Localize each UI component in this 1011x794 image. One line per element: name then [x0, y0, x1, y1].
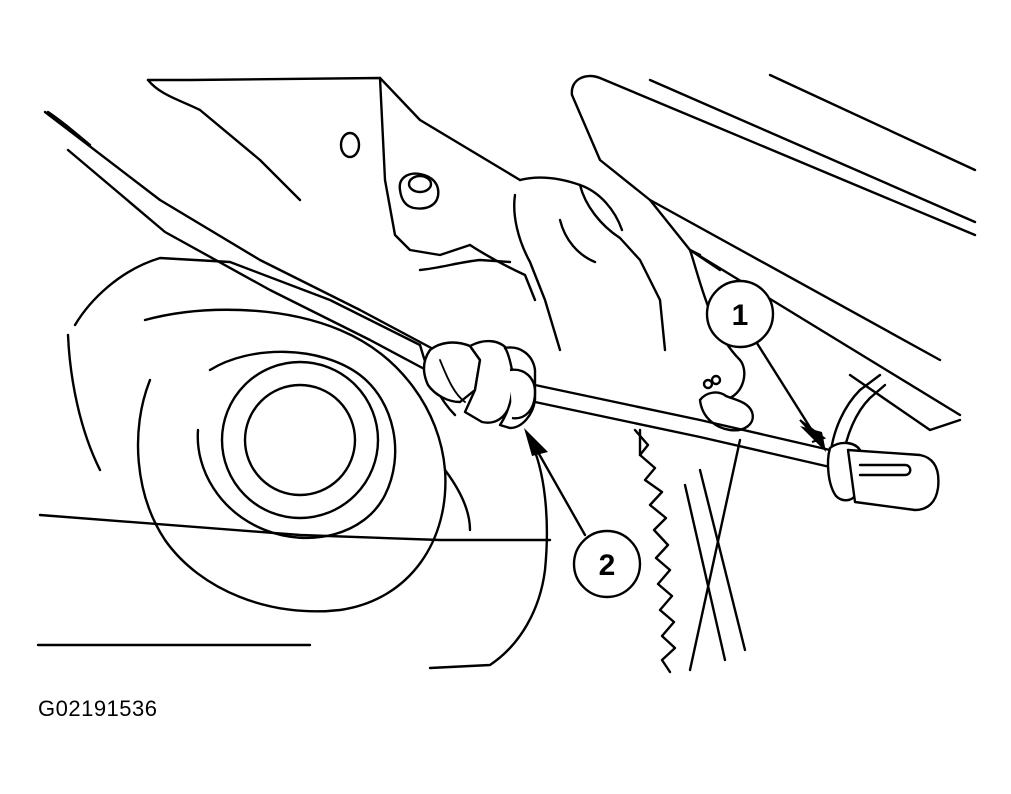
cable-end-clip [826, 373, 940, 512]
callout-2-circle [572, 529, 642, 599]
cable-sheath [43, 110, 437, 374]
opening-blob [698, 374, 754, 432]
callout-1-circle [705, 279, 775, 349]
figure-id-label: G02191536 [38, 696, 158, 721]
callout-1: 1 [705, 279, 827, 452]
callout-2: 2 [524, 428, 642, 599]
callout-2-arrowhead [524, 428, 548, 456]
inner-cable [533, 383, 832, 469]
callout-1-label: 1 [732, 299, 749, 332]
body-panel-outlines [146, 73, 977, 432]
mounting-stud [339, 131, 440, 210]
bracket-structure [418, 176, 746, 400]
cable-end-fitting [422, 339, 537, 430]
callout-2-label: 2 [599, 549, 616, 582]
serrated-edge [633, 428, 747, 674]
disc-assembly [36, 256, 552, 670]
